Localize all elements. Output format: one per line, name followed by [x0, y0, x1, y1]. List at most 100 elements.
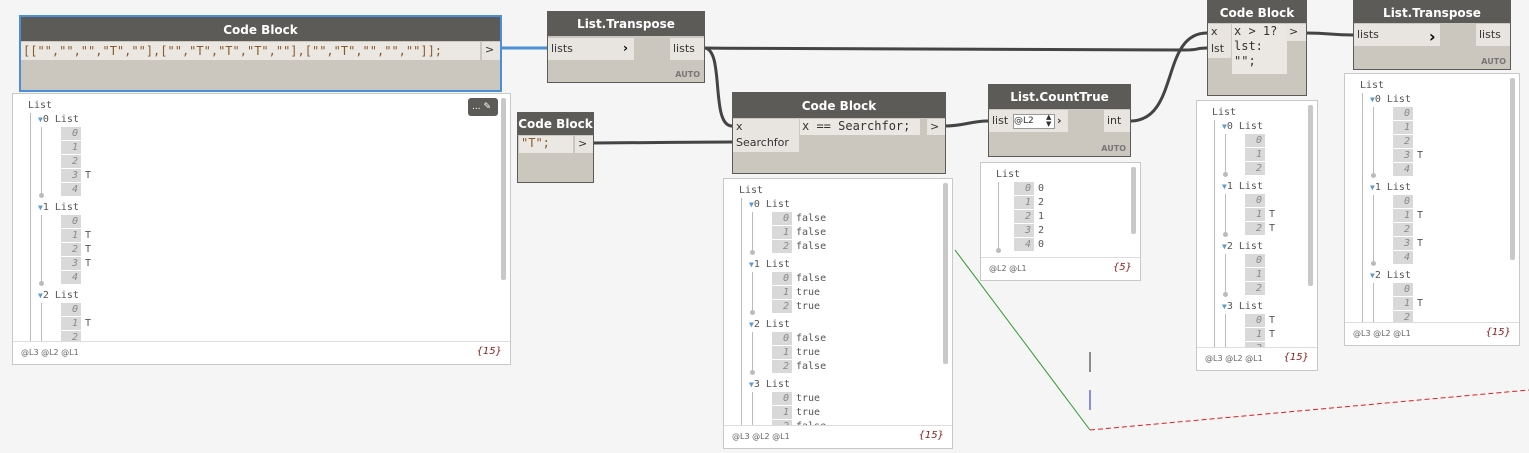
list-transpose-node-2[interactable]: List.Transpose lists › lists AUTO [1353, 0, 1511, 70]
wire-transpose-cbeq[interactable] [703, 46, 733, 128]
lacing-label[interactable]: AUTO [1481, 57, 1506, 66]
item-index: 1 [1393, 209, 1413, 222]
item-index: 2 [1245, 222, 1265, 235]
item-index: 2 [1245, 342, 1265, 347]
tree-line [1225, 194, 1226, 236]
expand-triangle-icon: ▼ [38, 203, 43, 212]
input-port-lists[interactable]: lists [548, 38, 634, 60]
sublist-header: ▼0 List [749, 198, 790, 211]
item-value: 0 [1038, 183, 1045, 194]
list-counttrue-node[interactable]: List.CountTrue list @L2 ▲▼ › int AUTO [988, 84, 1131, 157]
item-index: 4 [1393, 251, 1413, 264]
sublist-header: ▼2 List [749, 318, 790, 331]
chevron-right-icon: › [1057, 114, 1062, 127]
level-stepper-icon[interactable]: ▲▼ [1046, 113, 1052, 128]
item-index: 0 [1014, 182, 1034, 195]
input-port-x[interactable]: x [733, 119, 799, 135]
lacing-label[interactable]: AUTO [1101, 144, 1126, 153]
tree-end-dot [750, 310, 755, 315]
tree-end-dot [1223, 292, 1228, 297]
list-transpose-node[interactable]: List.Transpose lists › lists AUTO [547, 11, 705, 83]
list-item: 2 [1393, 223, 1417, 236]
item-value: T [1417, 210, 1424, 221]
item-index: 0 [1393, 107, 1413, 120]
level-input[interactable]: @L2 [1013, 114, 1055, 129]
input-port-searchfor[interactable]: Searchfor [733, 135, 799, 152]
item-index: 1 [1245, 268, 1265, 281]
output-port-lists[interactable]: lists [670, 38, 704, 60]
tree-line [41, 127, 42, 197]
sublist-index: 2 [42, 290, 49, 301]
list-item: 4 [61, 271, 85, 284]
node-title: Code Block [21, 17, 500, 41]
code-editor[interactable]: [["","","","T",""],["","T","T","T",""],[… [21, 42, 480, 60]
tree-end-dot [1371, 261, 1376, 266]
lacing-label[interactable]: AUTO [675, 70, 700, 79]
output-port[interactable]: > [575, 136, 593, 153]
item-count-label: {15} [1283, 352, 1309, 363]
sublist-index: 1 [1226, 181, 1233, 192]
wire-cb3-transpose2[interactable] [1305, 31, 1354, 37]
list-levels-label: @L3 @L2 @L1 [732, 432, 790, 441]
item-index: 0 [61, 303, 81, 316]
sublist-header: ▼2 List [38, 289, 79, 302]
list-levels-label: @L3 @L2 @L1 [1353, 329, 1411, 338]
item-count-label: {15} [476, 346, 502, 357]
expand-triangle-icon: ▼ [1370, 95, 1375, 104]
item-index: 2 [1393, 135, 1413, 148]
watch-more-button[interactable]: ... ✎ [468, 98, 498, 116]
wire-cbeq-counttrue[interactable] [944, 119, 989, 128]
list-item: 1 [1245, 148, 1269, 161]
input-port-lst[interactable]: lst [1208, 41, 1231, 58]
sublist-index: 2 [1374, 270, 1381, 281]
item-index: 2 [61, 155, 81, 168]
watch-scrollbar[interactable] [501, 98, 506, 280]
wire-t-searchfor[interactable] [592, 140, 733, 145]
expand-triangle-icon: ▼ [1222, 182, 1227, 191]
output-port[interactable]: > [927, 119, 945, 135]
watch-scrollbar[interactable] [943, 183, 948, 364]
code-block-node-searchfor[interactable]: Code Block "T"; > [517, 112, 594, 183]
item-value: 1 [1038, 211, 1045, 222]
output-port[interactable]: > [1286, 24, 1306, 41]
output-port-lists[interactable]: lists [1476, 24, 1510, 46]
item-value: false [796, 227, 827, 238]
tree-line [741, 198, 742, 425]
code-block-node-list-input[interactable]: Code Block [["","","","T",""],["","T","T… [19, 15, 502, 92]
code-editor[interactable]: "T"; [519, 136, 573, 153]
output-port-int[interactable]: int [1104, 110, 1130, 132]
tree-root-label: List [1212, 107, 1237, 118]
input-port-lists[interactable]: lists [1354, 24, 1440, 46]
input-port-x[interactable]: x [1208, 24, 1231, 41]
watch-footer: @L3 @L2 @L1{15} [724, 425, 952, 448]
item-count-label: {5} [1112, 262, 1132, 273]
list-item: 0 [1393, 107, 1417, 120]
code-editor[interactable]: x > 1? lst: ""; [1232, 24, 1287, 74]
watch-scrollbar[interactable] [1308, 105, 1313, 286]
code-block-node-compare[interactable]: Code Block x Searchfor x == Searchfor; > [732, 92, 946, 174]
item-value: T [1417, 238, 1424, 249]
input-port-list[interactable]: list @L2 ▲▼ › [989, 110, 1068, 132]
tree-end-dot [39, 193, 44, 198]
sublist-header: ▼3 List [1222, 300, 1263, 313]
watch-scrollbar[interactable] [1510, 78, 1515, 260]
tree-end-dot [750, 370, 755, 375]
code-block-node-conditional[interactable]: Code Block x lst x > 1? lst: ""; > [1207, 0, 1307, 96]
wire-counttrue-cb3[interactable] [1129, 31, 1208, 123]
wire-transpose-cb3[interactable] [703, 46, 1208, 52]
list-item: 4 [1393, 163, 1417, 176]
code-editor[interactable]: x == Searchfor; [800, 119, 920, 135]
watch-scrollbar[interactable] [1131, 167, 1136, 234]
output-port[interactable]: > [482, 42, 500, 60]
item-value: T [1417, 298, 1424, 309]
